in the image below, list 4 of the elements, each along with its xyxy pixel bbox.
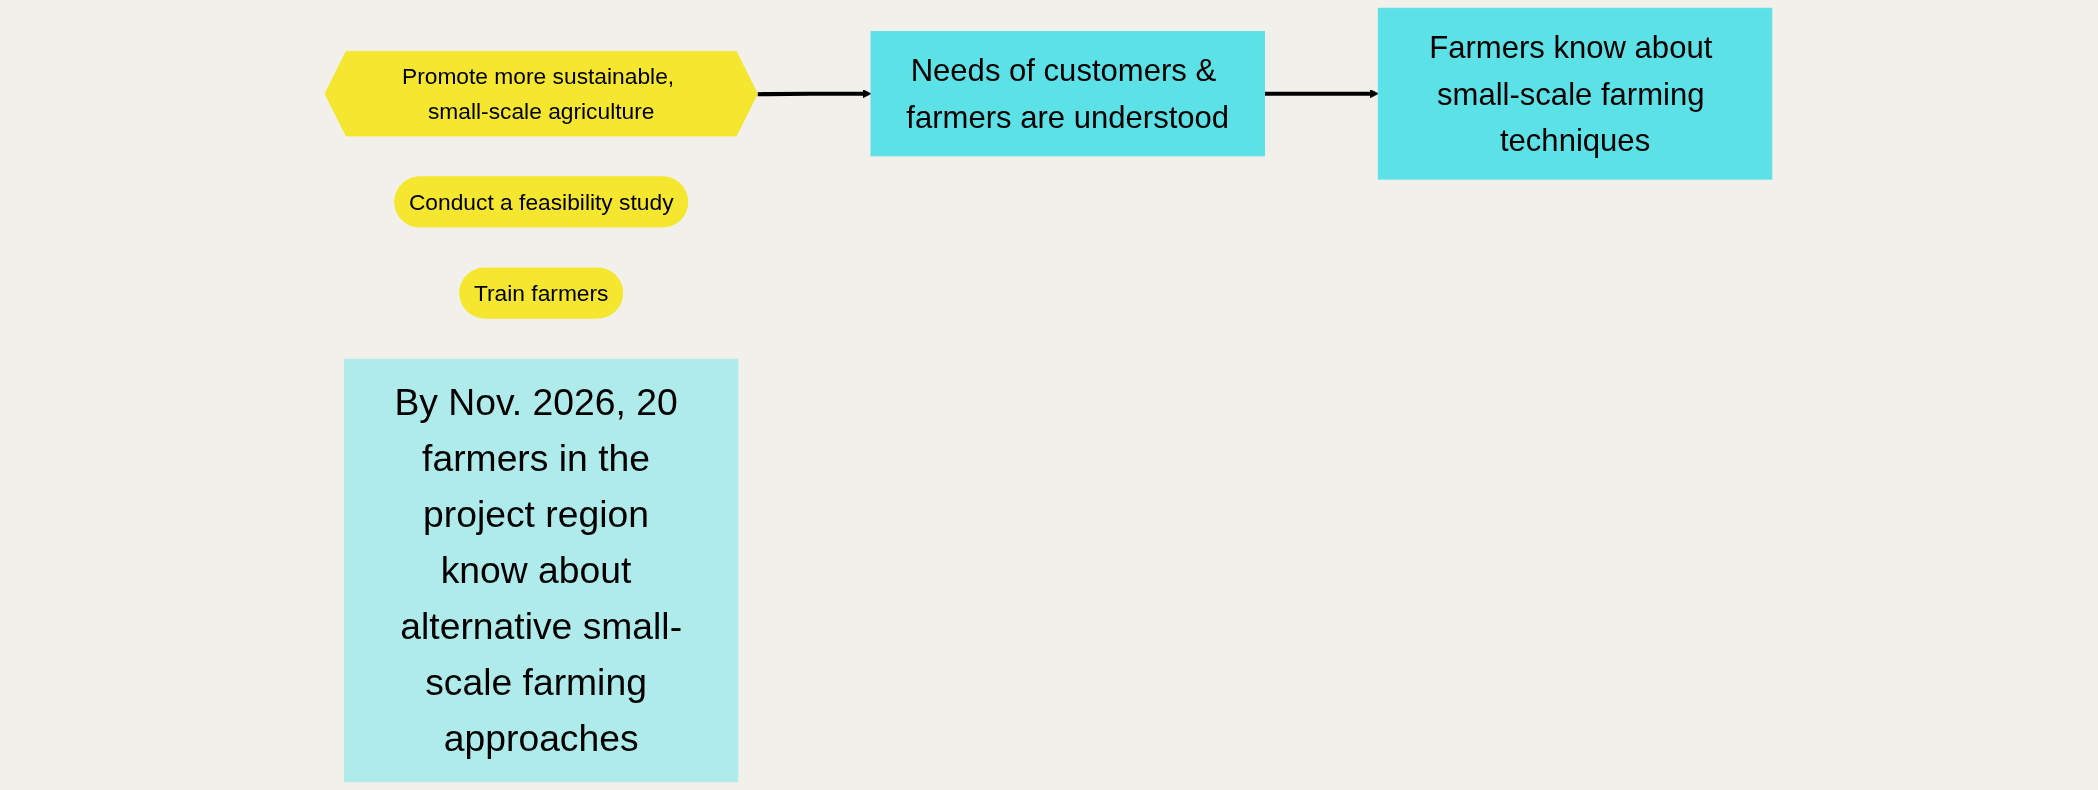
node-box: Needs of customers & farmers are understood [870,31,1266,157]
arrow [758,89,872,99]
node-box: Farmers know about small-scale farming techniques [1378,7,1773,180]
node-box: By Nov. 2026, 20 farmers in the project region know about alternative small-scale farming approaches [344,358,739,783]
